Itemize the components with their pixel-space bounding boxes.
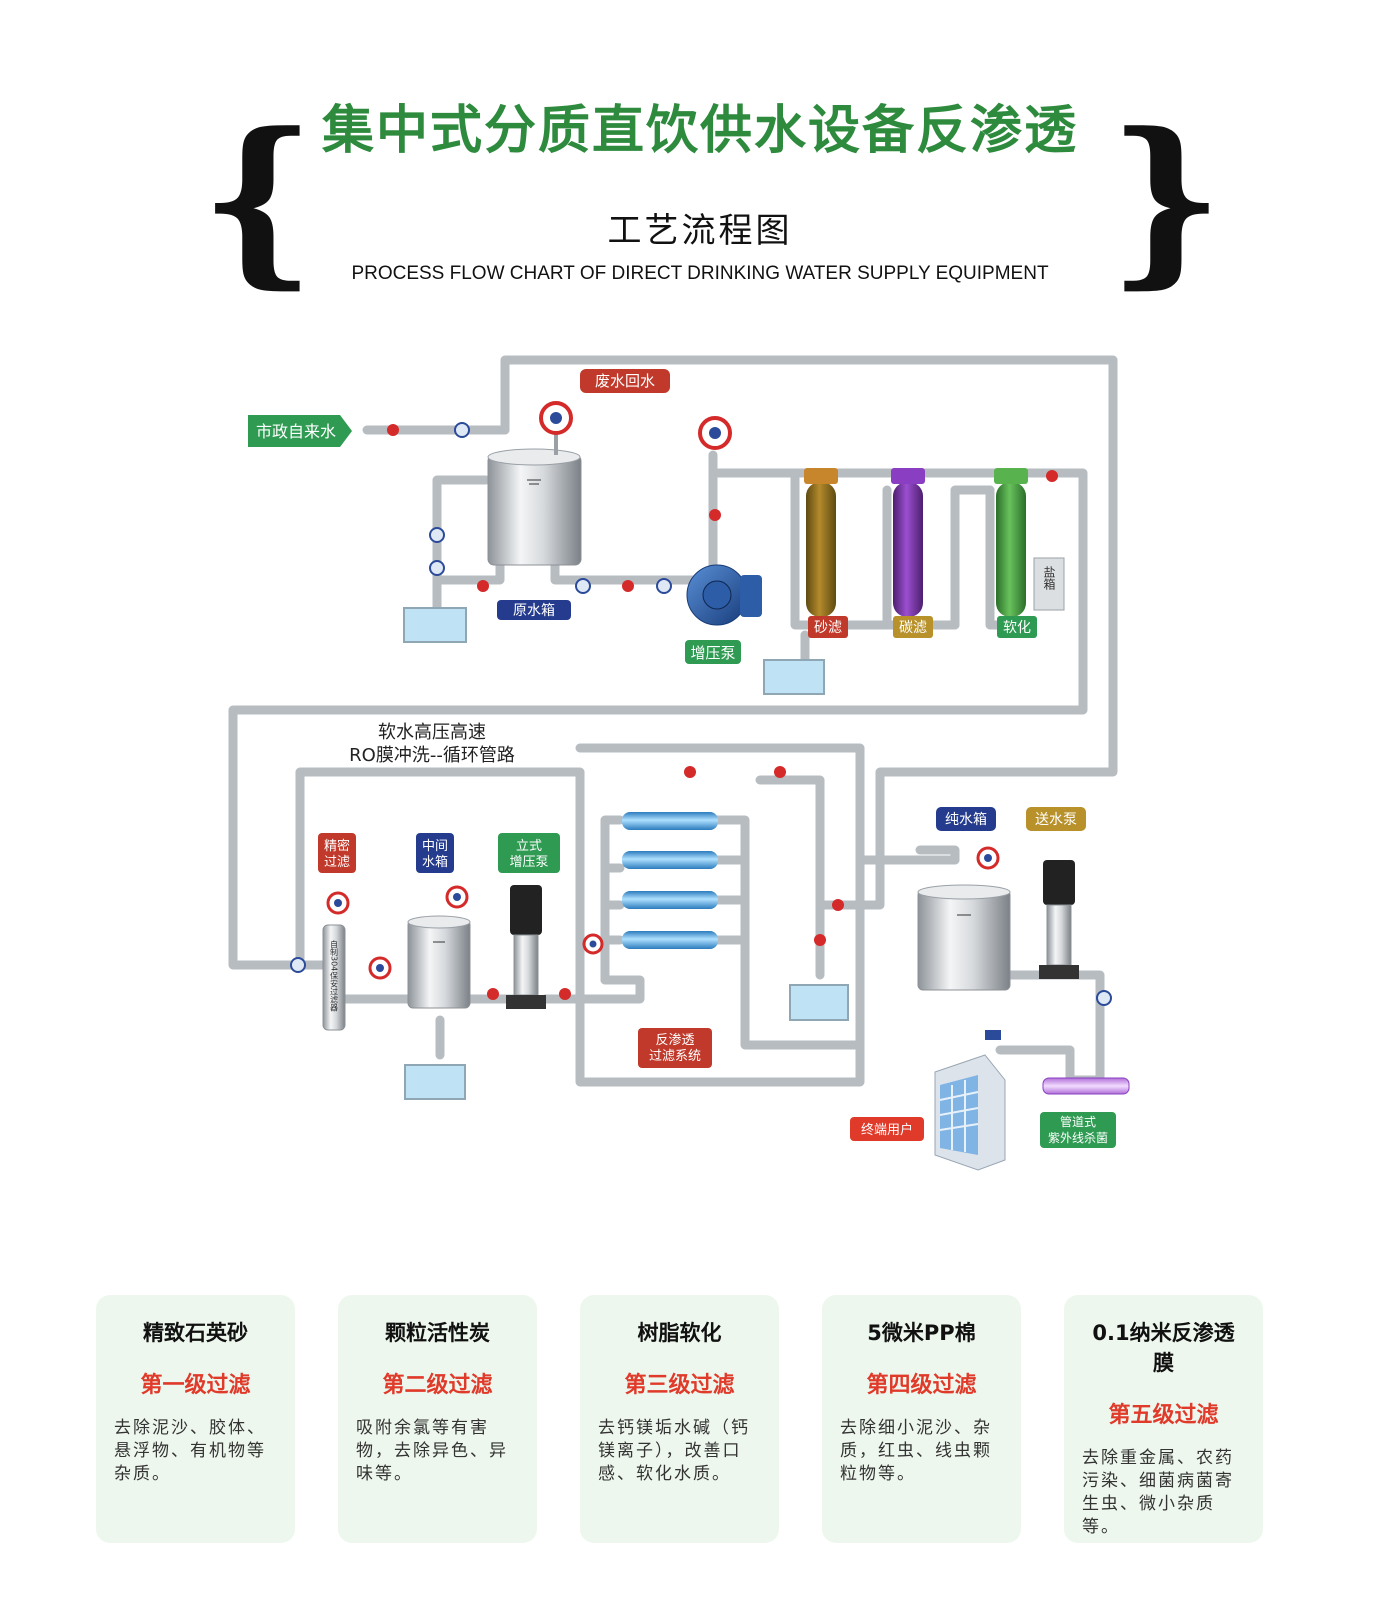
pure-tank-label: 纯水箱 [945,812,987,828]
end-user-tag [850,1117,924,1141]
valves [387,424,1058,1000]
salt-box-label: 盐箱 [1042,566,1056,590]
delivery-pump-tag [1026,807,1086,831]
vertical-pump-tag [498,833,560,873]
right-brace: } [1108,94,1224,305]
card-desc: 去除细小泥沙、杂质，红虫、线虫颗粒物等。 [840,1418,992,1484]
card-stage: 第四级过滤 [866,1373,977,1398]
raw-tank-label: 原水箱 [513,603,555,619]
filter-card-2: 颗粒活性炭 第二级过滤 吸附余氯等有害物，去除异色、异味等。 [338,1295,537,1543]
intermediate-tank-label-1: 中间 [422,839,448,854]
pressure-gauge-ro [582,933,604,955]
vertical-pump-label-2: 增压泵 [509,855,548,870]
drain-basins [403,607,849,1100]
flush-line-1: 软水高压高速 [378,722,486,743]
softener-label: 软化 [1003,620,1031,636]
booster-pump-tag [685,640,741,664]
card-name: 颗粒活性炭 [385,1321,490,1345]
card-name: 0.1纳米反渗透膜 [1092,1321,1235,1375]
card-stage: 第二级过滤 [382,1373,493,1398]
card-name: 精致石英砂 [143,1321,248,1345]
pure-water-tank [917,846,1011,991]
pressure-gauge-filter [326,891,392,980]
carbon-filter-column [891,468,925,617]
page-title: 集中式分质直饮供水设备反渗透 [321,101,1078,161]
end-user-label: 终端用户 [861,1122,913,1138]
carbon-filter-label: 碳滤 [899,620,927,636]
card-stage: 第五级过滤 [1108,1403,1219,1428]
delivery-pump [1039,860,1079,979]
card-desc: 去除重金属、农药污染、细菌病菌寄生虫、微小杂质等。 [1082,1448,1234,1537]
english-title: PROCESS FLOW CHART OF DIRECT DRINKING WA… [351,263,1049,284]
flush-line-2: RO膜冲洗--循环管路 [349,745,515,766]
gate-valves [290,422,1112,1006]
precision-filter: 自制304保安过滤器 [322,924,346,1031]
ro-membranes [622,812,718,949]
page-subtitle: 工艺流程图 [607,211,793,251]
card-desc: 去除泥沙、胶体、悬浮物、有机物等杂质。 [114,1418,266,1484]
precision-filter-body-text: 自制304保安过滤器 [330,939,339,1012]
filter-card-1: 精致石英砂 第一级过滤 去除泥沙、胶体、悬浮物、有机物等杂质。 [96,1295,295,1543]
intermediate-tank-label-2: 水箱 [422,854,448,870]
filter-card-4: 5微米PP棉 第四级过滤 去除细小泥沙、杂质，红虫、线虫颗粒物等。 [822,1295,1021,1543]
sand-filter-tag [808,616,848,638]
waste-return-label: 废水回水 [595,372,655,390]
filter-card-3: 树脂软化 第三级过滤 去钙镁垢水碱（钙镁离子），改善口感、软化水质。 [580,1295,779,1543]
booster-pump [686,564,762,626]
softener-tag [997,616,1037,638]
ro-system-tag [638,1028,712,1068]
ro-system-label-1: 反渗透 [655,1033,694,1048]
raw-water-tank [487,448,582,566]
pipe-network [228,355,1118,1087]
card-desc: 吸附余氯等有害物，去除异色、异味等。 [356,1418,508,1484]
uv-sterilizer-label-2: 紫外线杀菌 [1048,1130,1108,1145]
booster-pump-label: 增压泵 [690,644,735,662]
carbon-filter-tag [893,616,933,638]
card-stage: 第一级过滤 [140,1373,251,1398]
precision-filter-label-1: 精密 [324,838,350,854]
sand-filter-column [804,468,838,617]
card-desc: 去钙镁垢水碱（钙镁离子），改善口感、软化水质。 [598,1418,750,1484]
precision-filter-tag [318,833,356,873]
intermediate-tank-tag [416,833,454,873]
uv-sterilizer-label-1: 管道式 [1060,1114,1096,1129]
vertical-pump-label-1: 立式 [516,839,542,854]
waste-return-tag [580,369,670,393]
filter-card-5: 0.1纳米反渗透膜 第五级过滤 去除重金属、农药污染、细菌病菌寄生虫、微小杂质等… [1064,1295,1263,1543]
salt-box: 盐箱 [1033,557,1065,611]
card-stage: 第三级过滤 [624,1373,735,1398]
left-brace: { [200,94,316,305]
municipal-water-label: 市政自来水 [256,422,336,441]
uv-sterilizer [1042,1077,1130,1095]
municipal-water-tag: 市政自来水 [248,415,352,447]
pressure-gauge-pump [698,416,732,450]
softener-column [994,468,1028,617]
uv-sterilizer-tag [1040,1112,1116,1148]
process-flow-diagram: 市政自来水 废水回水 原水箱 增压泵 [228,355,1130,1171]
end-user-building [934,1030,1006,1171]
delivery-pump-label: 送水泵 [1035,812,1077,828]
pressure-gauge-raw [539,401,573,455]
sand-filter-label: 砂滤 [814,620,842,636]
card-name: 树脂软化 [637,1321,722,1345]
precision-filter-label-2: 过滤 [324,855,350,870]
pure-tank-tag [936,807,996,831]
raw-tank-tag [497,600,571,620]
vertical-booster-pump [506,885,546,1009]
ro-system-label-2: 过滤系统 [649,1049,701,1064]
intermediate-tank [407,885,471,1009]
card-name: 5微米PP棉 [867,1321,976,1345]
